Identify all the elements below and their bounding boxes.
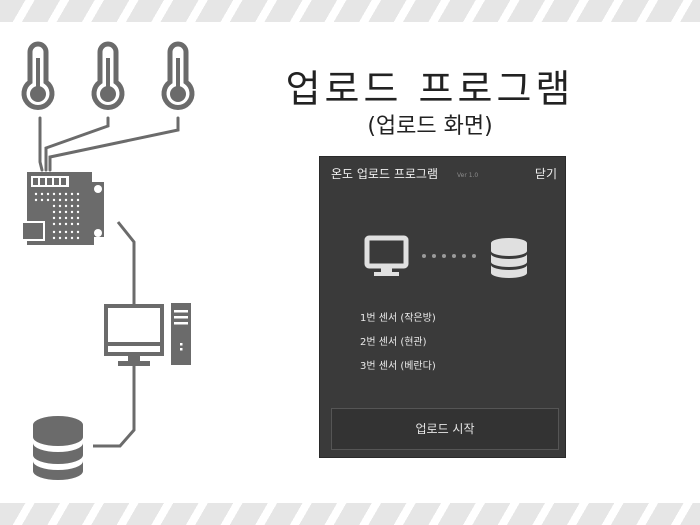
monitor-icon — [364, 235, 409, 276]
desktop-computer-icon — [104, 304, 164, 366]
pc-tower-icon — [171, 303, 191, 365]
sensor-item-1: 1번 센서 (작은방) — [360, 313, 436, 324]
hardware-diagram — [21, 41, 195, 480]
board-to-pc-wire — [116, 221, 136, 305]
sensor-wires — [38, 116, 180, 172]
microcontroller-board-icon — [21, 172, 104, 245]
slide-subtitle: (업로드 화면) — [367, 114, 493, 139]
thermometer-icon — [21, 41, 55, 110]
pc-to-db-wire — [93, 366, 136, 448]
top-stripe-band — [0, 0, 700, 22]
thermometer-icon — [161, 41, 195, 110]
upload-program-window: 온도 업로드 프로그램 Ver 1.0 닫기 1번 센서 (작은방) 2번 센서… — [319, 156, 566, 458]
bottom-stripe-band — [0, 503, 700, 525]
app-version: Ver 1.0 — [457, 172, 479, 179]
thermometer-icon — [91, 41, 125, 110]
upload-illustration — [364, 235, 527, 278]
database-icon — [33, 416, 83, 480]
sensor-item-2: 2번 센서 (현관) — [360, 337, 427, 348]
sensor-item-3: 3번 센서 (베란다) — [360, 361, 436, 372]
start-upload-button[interactable]: 업로드 시작 — [331, 408, 559, 450]
close-button[interactable]: 닫기 — [534, 167, 557, 181]
connection-dots — [422, 254, 476, 258]
sensor-list: 1번 센서 (작은방) 2번 센서 (현관) 3번 센서 (베란다) — [360, 312, 436, 384]
app-title: 온도 업로드 프로그램 — [331, 167, 438, 181]
database-icon — [491, 238, 527, 278]
slide-title: 업로드 프로그램 — [285, 67, 575, 111]
